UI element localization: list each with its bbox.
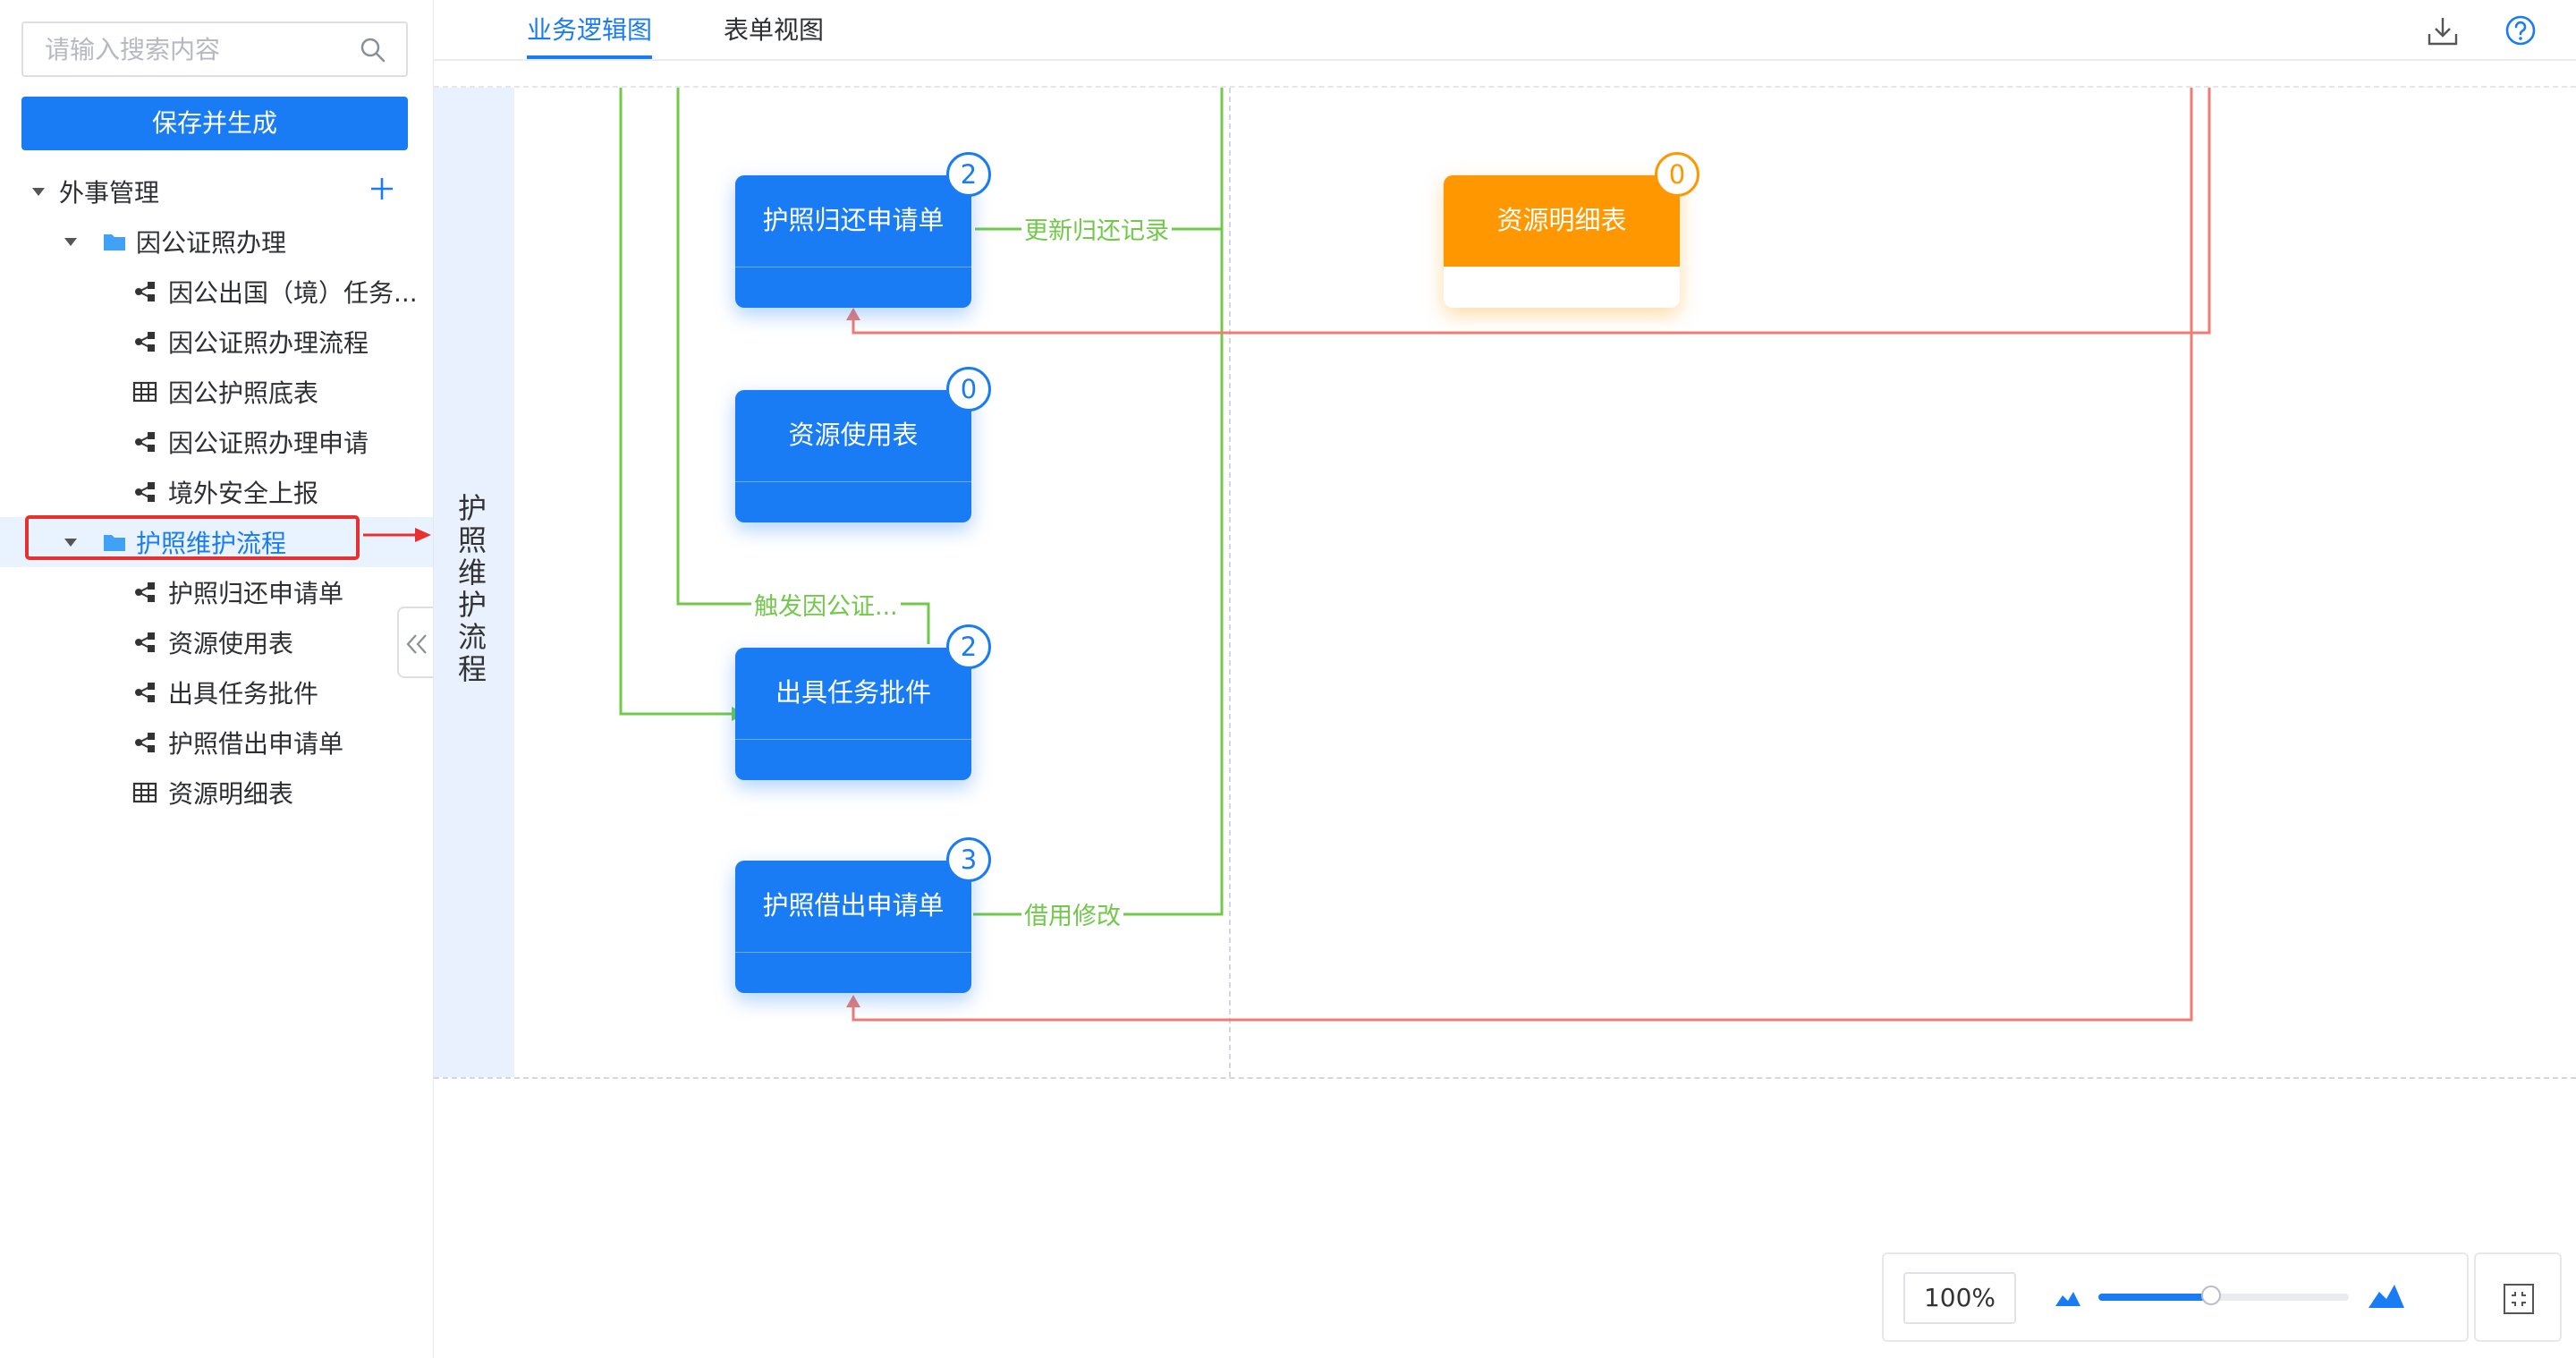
edge-label[interactable]: 借用修改 [1021, 896, 1123, 931]
flow-node-table[interactable]: 资源明细表 0 [1444, 152, 1699, 308]
tree-item[interactable]: 出具任务批件 [0, 667, 433, 717]
flow-icon [135, 482, 155, 502]
flow-node[interactable]: 出具任务批件 2 [735, 624, 991, 780]
tree-item[interactable]: 因公出国（境）任务... [0, 267, 433, 317]
tree-item-label: 因公证照办理申请 [168, 429, 369, 458]
flow-icon [135, 733, 155, 752]
tree-root-item[interactable]: 外事管理 [0, 166, 433, 216]
tree-item[interactable]: 护照归还申请单 [0, 567, 433, 617]
download-icon[interactable] [2426, 14, 2460, 48]
swimlane-column-divider [1229, 88, 1231, 1077]
tree-item-label: 资源使用表 [168, 629, 294, 658]
node-count-badge: 3 [946, 837, 991, 882]
node-title: 资源明细表 [1444, 175, 1680, 267]
node-count-badge: 0 [1655, 152, 1699, 197]
collapse-sidebar-button[interactable] [397, 607, 433, 678]
tree-item[interactable]: 因公证照办理流程 [0, 317, 433, 367]
node-title: 出具任务批件 [775, 677, 931, 708]
save-and-generate-button[interactable]: 保存并生成 [21, 97, 408, 150]
folder-icon [104, 535, 125, 551]
flow-icon [135, 683, 155, 702]
edge-label[interactable]: 更新归还记录 [1021, 211, 1172, 246]
help-icon[interactable] [2504, 14, 2537, 47]
zoom-level-value[interactable]: 100% [1903, 1272, 2016, 1324]
flow-node[interactable]: 护照借出申请单 3 [735, 837, 991, 993]
caret-down-icon[interactable] [64, 539, 77, 547]
edge-arrowhead [846, 308, 860, 320]
tree-item-label: 因公出国（境）任务... [168, 278, 418, 308]
tree-item-label: 因公护照底表 [168, 378, 319, 408]
tree-item-label: 境外安全上报 [168, 479, 319, 508]
node-count-badge: 0 [946, 367, 991, 412]
annotation-highlight-box [25, 515, 360, 560]
zoom-out-mountain-icon[interactable] [2054, 1286, 2082, 1308]
zoom-slider-handle[interactable] [2201, 1286, 2221, 1305]
swimlane-header [434, 88, 514, 1077]
fit-screen-icon [2504, 1284, 2534, 1314]
flow-icon [135, 332, 155, 352]
annotation-arrow-icon [363, 528, 431, 542]
flow-node[interactable]: 资源使用表 0 [735, 367, 991, 522]
flow-icon [135, 582, 155, 602]
tree-item[interactable]: 因公证照办理申请 [0, 417, 433, 467]
folder-icon [104, 234, 125, 250]
canvas-top-border [434, 86, 2576, 88]
node-title: 资源使用表 [788, 420, 919, 450]
caret-down-icon[interactable] [32, 188, 45, 196]
swimlane-title: 护照维护流程 [457, 491, 487, 686]
tab-business-logic[interactable]: 业务逻辑图 [527, 0, 653, 59]
edge-line [619, 88, 732, 716]
flow-icon [135, 432, 155, 452]
tree-item-label: 资源明细表 [168, 779, 294, 809]
node-count-badge: 2 [946, 624, 991, 669]
edge-arrowhead [846, 995, 860, 1007]
search-box[interactable] [21, 21, 408, 77]
tree-item[interactable]: 资源明细表 [0, 768, 433, 818]
tree-folder-item[interactable]: 因公证照办理 [0, 216, 433, 267]
tab-form-view[interactable]: 表单视图 [724, 15, 825, 45]
tree-item[interactable]: 护照借出申请单 [0, 717, 433, 768]
node-count-badge: 2 [946, 152, 991, 197]
double-chevron-left-icon [406, 634, 427, 654]
tree-item[interactable]: 境外安全上报 [0, 467, 433, 517]
node-divider [735, 952, 971, 953]
fit-to-screen-button[interactable] [2474, 1252, 2562, 1342]
tree-item-label: 护照借出申请单 [168, 729, 344, 759]
search-input[interactable] [43, 23, 369, 75]
tree-root-label: 外事管理 [59, 178, 160, 208]
tree-item[interactable]: 因公护照底表 [0, 367, 433, 417]
flow-icon [135, 282, 155, 301]
tree-item-label: 护照归还申请单 [168, 579, 344, 608]
search-icon[interactable] [360, 37, 386, 64]
edge-line [676, 88, 930, 644]
zoom-slider[interactable] [2098, 1286, 2349, 1305]
edge-label[interactable]: 触发因公证... [751, 587, 901, 622]
view-tabs-bar: 业务逻辑图 表单视图 [434, 0, 2576, 61]
zoom-control-panel: 100% [1882, 1252, 2469, 1342]
tree-folder-label: 护照维护流程 [136, 529, 287, 558]
node-title: 护照借出申请单 [762, 890, 945, 921]
flow-icon [135, 632, 155, 652]
zoom-in-mountain-icon[interactable] [2367, 1281, 2406, 1310]
node-title: 护照归还申请单 [762, 205, 945, 235]
tree-item[interactable]: 资源使用表 [0, 617, 433, 667]
tree-item-label: 出具任务批件 [168, 679, 319, 709]
zoom-slider-fill [2098, 1294, 2211, 1301]
node-divider [735, 739, 971, 740]
sidebar: 保存并生成 外事管理 因公证照办理 因公出国（境）任务... 因公证照办理流程 … [0, 0, 434, 1358]
tree-item-label: 因公证照办理流程 [168, 328, 369, 358]
tree-folder-label: 因公证照办理 [136, 228, 287, 258]
caret-down-icon[interactable] [64, 238, 77, 246]
table-icon [132, 381, 157, 403]
node-divider [735, 481, 971, 482]
flow-node[interactable]: 护照归还申请单 2 [735, 152, 991, 308]
add-icon[interactable] [369, 175, 395, 202]
swimlane-bottom-border [434, 1077, 2576, 1079]
table-icon [132, 782, 157, 803]
